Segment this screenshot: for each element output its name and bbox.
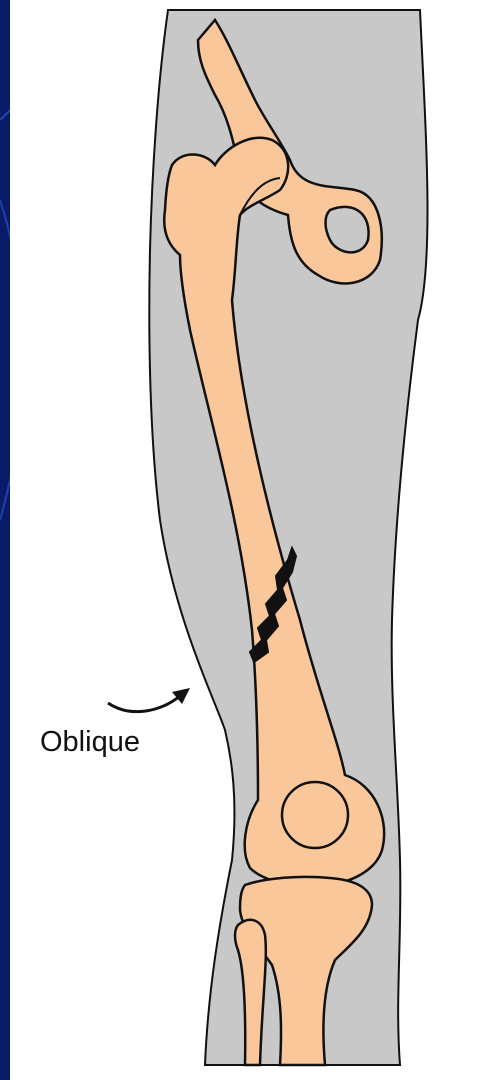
fracture-type-label: Oblique — [40, 726, 140, 759]
patella-bone — [282, 782, 348, 848]
label-pointer-arrow — [108, 696, 180, 712]
diagram-panel — [10, 0, 481, 1080]
leg-fracture-illustration — [10, 0, 481, 1080]
